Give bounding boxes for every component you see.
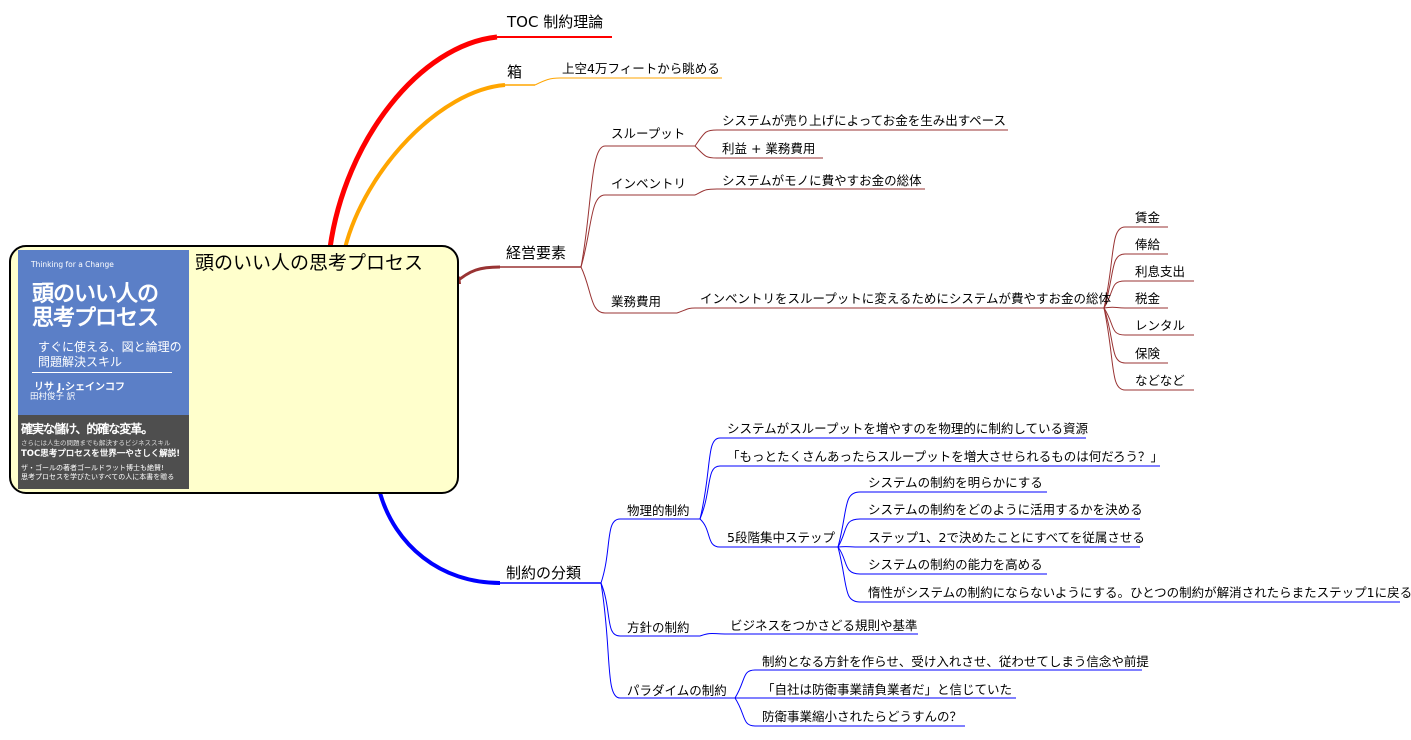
physical-child-2[interactable]: 「もっとたくさんあったらスループットを増大させられるものは何だろう？」 xyxy=(727,449,1164,464)
physical-label[interactable]: 物理的制約 xyxy=(627,503,690,518)
branch-constraints-curve xyxy=(378,492,501,585)
paradigm-child-3[interactable]: 防衛事業縮小されたらどうすんの？ xyxy=(762,709,963,724)
branch-toc-label[interactable]: TOC 制約理論 xyxy=(507,13,604,31)
cover-translator: 田村俊子 訳 xyxy=(30,392,76,402)
box-child-connector xyxy=(534,77,561,86)
step-2[interactable]: システムの制約をどのように活用するかを決める xyxy=(868,502,1143,517)
cover-copy-readers: 思考プロセスを学びたいすべての人に本書を贈る xyxy=(21,473,175,481)
opex-item-5[interactable]: レンタル xyxy=(1135,318,1186,333)
step-1[interactable]: システムの制約を明らかにする xyxy=(868,475,1043,490)
cover-divider xyxy=(32,372,172,373)
inventory-child-1[interactable]: システムがモノに費やすお金の総体 xyxy=(722,173,922,188)
throughput-child-2[interactable]: 利益 + 業務費用 xyxy=(722,141,816,156)
opex-definition[interactable]: インベントリをスループットに変えるためにシステムが費やすお金の総体 xyxy=(700,291,1112,306)
book-cover-image: Thinking for a Change 頭のいい人の思考プロセス すぐに使え… xyxy=(18,250,189,489)
paradigm-child-1[interactable]: 制約となる方針を作らせ、受け入れさせ、従わせてしまう信念や前提 xyxy=(762,654,1149,669)
opex-item-1[interactable]: 賃金 xyxy=(1135,210,1161,225)
cover-top-panel: Thinking for a Change 頭のいい人の思考プロセス すぐに使え… xyxy=(18,250,189,415)
inventory-label[interactable]: インベントリ xyxy=(611,176,687,191)
cover-subtitle: すぐに使える、図と論理の問題解決スキル xyxy=(38,340,182,369)
steps-label[interactable]: 5段階集中ステップ xyxy=(727,530,835,545)
box-child-1[interactable]: 上空4万フィートから眺める xyxy=(562,61,720,76)
policy-label[interactable]: 方針の制約 xyxy=(627,620,690,635)
cover-english-title: Thinking for a Change xyxy=(31,260,114,269)
branch-toc-curve xyxy=(327,34,498,249)
opex-item-4[interactable]: 税金 xyxy=(1135,291,1161,306)
paradigm-label[interactable]: パラダイムの制約 xyxy=(627,683,727,698)
physical-child-1[interactable]: システムがスループットを増やすのを物理的に制約している資源 xyxy=(727,421,1089,436)
cover-author: リサ J.シェインコフ xyxy=(34,382,126,393)
step-5[interactable]: 惰性がシステムの制約にならないようにする。ひとつの制約が解消されたらまたステップ… xyxy=(868,585,1411,600)
branch-management-curve xyxy=(454,265,501,285)
policy-child-1[interactable]: ビジネスをつかさどる規則や基準 xyxy=(730,618,918,633)
opex-item-2[interactable]: 俸給 xyxy=(1135,237,1161,252)
cover-title: 頭のいい人の思考プロセス xyxy=(32,281,159,331)
cover-copy-praise: ザ・ゴールの著者ゴールドラット博士も絶賛! xyxy=(21,464,164,472)
opex-item-3[interactable]: 利息支出 xyxy=(1135,264,1186,279)
cover-copy-headline: 確実な儲け、的確な変革。 xyxy=(21,422,153,436)
step-3[interactable]: ステップ1、2で決めたことにすべてを従属させる xyxy=(868,530,1145,545)
cover-bottom-panel: 確実な儲け、的確な変革。 さらには人生の問題までも解決するビジネススキル TOC… xyxy=(18,415,189,489)
branch-management-label[interactable]: 経営要素 xyxy=(506,244,567,262)
throughput-label[interactable]: スループット xyxy=(611,126,686,141)
step-4[interactable]: システムの制約の能力を高める xyxy=(868,557,1043,572)
opex-item-7[interactable]: などなど xyxy=(1135,373,1185,388)
opex-label[interactable]: 業務費用 xyxy=(611,294,662,309)
branch-constraints-label[interactable]: 制約の分類 xyxy=(506,564,582,582)
cover-copy-sub: さらには人生の問題までも解決するビジネススキル xyxy=(21,439,171,447)
central-topic-title[interactable]: 頭のいい人の思考プロセス xyxy=(195,252,424,274)
branch-box-curve xyxy=(343,83,506,249)
paradigm-child-2[interactable]: 「自社は防衛事業請負業者だ」と信じていた xyxy=(762,682,1013,697)
opex-item-6[interactable]: 保険 xyxy=(1135,346,1161,361)
throughput-child-1[interactable]: システムが売り上げによってお金を生み出すペース xyxy=(722,113,1007,128)
branch-box-label[interactable]: 箱 xyxy=(507,63,523,81)
cover-copy-toc: TOC思考プロセスを世界一やさしく解説! xyxy=(21,449,181,459)
